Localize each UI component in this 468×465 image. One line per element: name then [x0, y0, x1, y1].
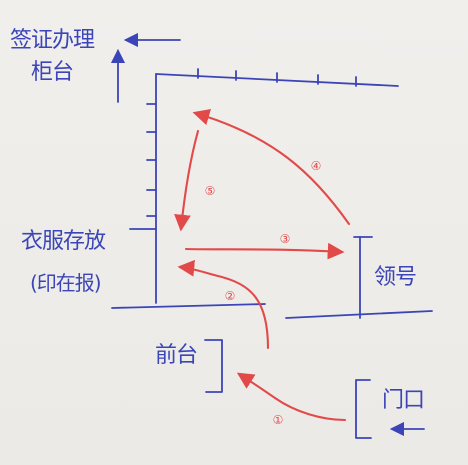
entrance-label: 门口 — [382, 388, 424, 413]
clothing-area-label: 衣服存放 — [21, 229, 106, 254]
route-step-1 — [236, 372, 347, 422]
step-number-3: ③ — [280, 232, 291, 246]
front-desk-label: 前台 — [155, 343, 197, 368]
bottom-right-wall — [285, 310, 433, 319]
entrance-bracket — [355, 379, 372, 439]
route-step-2 — [177, 259, 270, 350]
step-number-2: ② — [225, 289, 236, 303]
collect-number-label: 领号 — [374, 265, 416, 290]
signing-counter-label: 签证办理 — [10, 28, 95, 53]
step-number-5: ⑤ — [205, 184, 216, 198]
bottom-left-wall — [111, 303, 266, 309]
signing-counter-subtitle: 柜台 — [31, 60, 73, 85]
route-step-4 — [192, 108, 351, 226]
clothing-area-bracket — [129, 228, 157, 304]
clothing-area-subtitle: (印在报) — [30, 271, 101, 295]
step-number-4: ④ — [311, 159, 322, 173]
front-desk-bracket — [204, 339, 223, 393]
route-step-5 — [174, 129, 200, 232]
step-number-1: ① — [273, 413, 284, 427]
route-step-3 — [184, 242, 345, 260]
